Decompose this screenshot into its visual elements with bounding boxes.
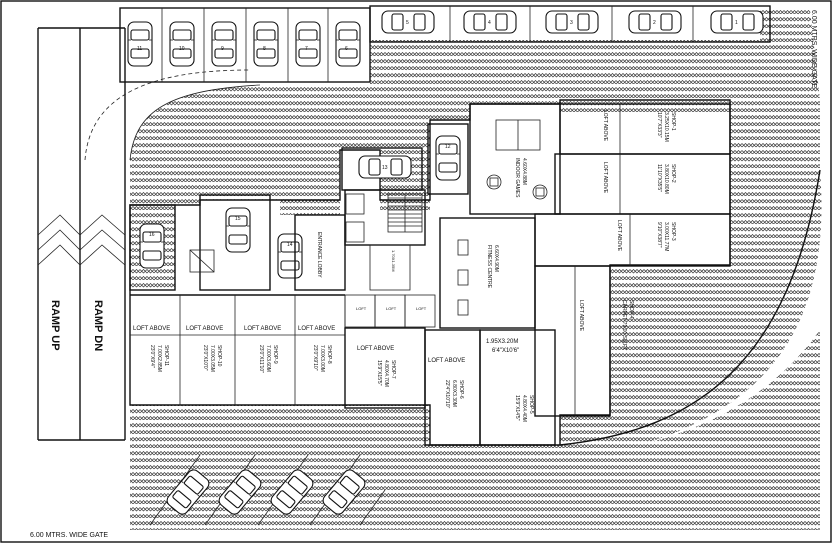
shop9-imp: 23'0"X11'10" <box>258 345 264 373</box>
paving-right <box>560 100 822 445</box>
car-number-label: 1 <box>735 20 738 26</box>
car-number-label: 12 <box>445 144 451 150</box>
indoor-games: INDOOR GAMES 4.60X4.88M <box>469 103 561 215</box>
fitness-centre: FITNESS CENTRE 6.60X4.90M <box>439 217 536 329</box>
shop9-dim: 7.00X3.60M <box>265 345 271 372</box>
loft-label-c: LOFT <box>416 306 427 311</box>
car-number-label: 10 <box>179 46 185 52</box>
shop3-imp: 9'10"X38'7" <box>656 222 662 248</box>
shop3-loft: LOFT ABOVE <box>616 220 622 252</box>
shop10-dim: 7.00X3.05M <box>209 345 215 372</box>
small-room-imp: 6'4"X10'6" <box>492 348 519 354</box>
parking-bottom-angled <box>149 454 386 526</box>
shops-bottom: LOFT ABOVE LOFT ABOVE LOFT ABOVE LOFT AB… <box>130 294 556 446</box>
shop10-loft: LOFT ABOVE <box>186 326 223 332</box>
table-icon <box>486 174 548 200</box>
car-number-label: 8 <box>263 46 266 52</box>
toilet-label: 1.70X1.35M <box>391 250 396 272</box>
loft-label-b: LOFT <box>386 306 397 311</box>
shop3-name: SHOP-3 <box>670 222 676 241</box>
shop6-imp: 22'4"X10'10" <box>444 380 450 408</box>
car-number-label: 3 <box>570 20 573 26</box>
parking-row-top-vertical <box>127 8 361 82</box>
shop8-loft: LOFT ABOVE <box>298 326 335 332</box>
shop8-name: SHOP-8 <box>326 345 332 364</box>
shop5-dim: 4.80X4.40M <box>521 395 527 422</box>
shop8-dim: 7.00X3.00M <box>319 345 325 372</box>
shop5-name: SHOP-5 <box>528 395 534 414</box>
ramp: RAMP UP RAMP DN <box>37 27 126 441</box>
shop7-name: SHOP-7 <box>390 360 396 379</box>
car-number-label: 5 <box>406 20 409 26</box>
shop2-name: SHOP-2 <box>670 164 676 183</box>
shop4-name: SHOP-4 <box>628 300 634 319</box>
car-number-label: 11 <box>137 46 142 52</box>
shop9-loft: LOFT ABOVE <box>244 326 281 332</box>
shop2-dim: 3.80X10.80M <box>663 164 669 194</box>
ramp-down-label: RAMP DN <box>92 300 104 351</box>
stair-icon <box>387 193 423 233</box>
gate-bottom-label: 6.00 MTRS. WIDE GATE <box>30 532 108 539</box>
car-number-label: 6 <box>345 46 348 52</box>
shop6-name: SHOP-6 <box>458 380 464 399</box>
shop7-loft: LOFT ABOVE <box>357 346 394 352</box>
shop5-imp: 15'9"X14'5" <box>514 395 520 421</box>
shop11-dim: 7.00X2.85M <box>156 345 162 372</box>
entrance-lobby-label: ENTRANCE LOBBY <box>316 232 322 278</box>
shop3-dim: 3.00X11.77M <box>663 222 669 251</box>
indoor-games-label: INDOOR GAMES <box>514 158 520 198</box>
parking-row-top-horizontal <box>381 6 764 42</box>
shop2-loft: LOFT ABOVE <box>602 162 608 194</box>
shop4-loft: LOFT ABOVE <box>578 300 584 332</box>
shop1-imp: 10'7"X33'3" <box>656 112 662 138</box>
car-number-label: 4 <box>488 20 491 26</box>
car-number-label: 15 <box>235 216 241 222</box>
shop10-imp: 23'0"X10'0" <box>202 345 208 371</box>
parking-inner <box>129 123 469 291</box>
loft-label-a: LOFT <box>356 306 367 311</box>
paving-top <box>130 8 820 290</box>
car-number-label: 13 <box>382 165 388 171</box>
shop1-loft: LOFT ABOVE <box>602 110 608 142</box>
shop6-loft: LOFT ABOVE <box>428 358 465 364</box>
shop11-imp: 23'0"X9'4" <box>149 345 155 368</box>
shop7-imp: 15'9"X15'5" <box>376 360 382 386</box>
car-number-label: 2 <box>653 20 656 26</box>
fitness-dim: 6.60X4.90M <box>493 245 499 272</box>
lobby-area: ENTRANCE LOBBY 1.70X1.35M LOFT LOFT LOFT <box>294 189 436 328</box>
shop8-imp: 23'0"X9'10" <box>312 345 318 371</box>
ramp-up-label: RAMP UP <box>49 300 61 351</box>
indoor-games-dim: 4.60X4.88M <box>521 158 527 185</box>
shop6-dim: 6.80X3.30M <box>451 380 457 407</box>
shop2-imp: 11'10"X35'5" <box>656 164 662 192</box>
small-room-dim: 1.95X3.20M <box>486 339 518 345</box>
car-number-label: 9 <box>221 46 224 52</box>
shop1-name: SHOP-1 <box>670 112 676 131</box>
car-number-label: 16 <box>149 232 155 238</box>
shop7-dim: 4.80X4.70M <box>383 360 389 387</box>
gate-top-label: 6.00 MTRS. WIDE GATE <box>810 10 817 88</box>
shop10-name: SHOP-10 <box>216 345 222 367</box>
car-number-label: 14 <box>287 242 293 248</box>
shop1-dim: 3.25X10.15M <box>663 112 669 142</box>
shop4-dim: CARPET-79.00 SQ.FT <box>621 300 627 350</box>
shop11-loft: LOFT ABOVE <box>133 326 170 332</box>
car-number-label: 7 <box>305 46 308 52</box>
fitness-label: FITNESS CENTRE <box>486 245 492 289</box>
shop9-name: SHOP-9 <box>272 345 278 364</box>
shop11-name: SHOP-11 <box>163 345 169 366</box>
shops-right: LOFT ABOVE SHOP-1 3.25X10.15M 10'7"X33'3… <box>534 103 731 417</box>
